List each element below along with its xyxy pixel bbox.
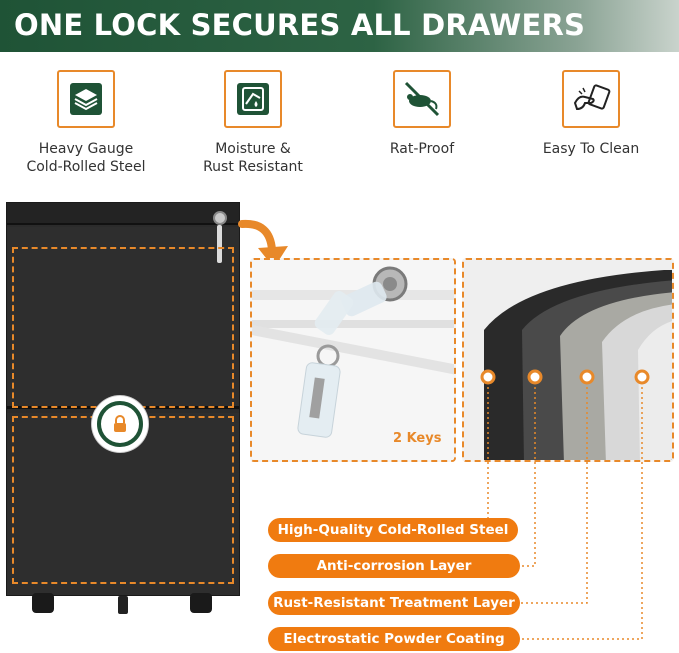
cabinet-key xyxy=(217,225,222,263)
feature-label: Easy To Clean xyxy=(542,141,640,157)
caster-wheel xyxy=(32,593,54,613)
feature-steel: Heavy Gauge Cold-Rolled Steel xyxy=(1,70,171,176)
title-banner: ONE LOCK SECURES ALL DRAWERS xyxy=(0,0,679,52)
wipe-clean-icon xyxy=(562,70,620,128)
feature-label: Heavy Gauge Cold-Rolled Steel xyxy=(26,141,146,175)
feature-label: Rat-Proof xyxy=(389,141,455,157)
layer-marker-dot xyxy=(579,369,595,385)
layers-photo xyxy=(462,258,674,462)
cabinet-lock xyxy=(213,211,227,225)
layer-label-pill: High-Quality Cold-Rolled Steel xyxy=(268,518,518,542)
feature-easy-clean: Easy To Clean xyxy=(506,70,676,158)
feature-moisture: Moisture & Rust Resistant xyxy=(168,70,338,176)
keys-label: 2 Keys xyxy=(393,431,442,446)
caster-wheel xyxy=(190,593,212,613)
layer-label-pill: Rust-Resistant Treatment Layer xyxy=(268,591,520,615)
layer-marker-dot xyxy=(527,369,543,385)
layer-marker-dot xyxy=(480,369,496,385)
feature-rat-proof: Rat-Proof xyxy=(337,70,507,158)
feature-label: Moisture & Rust Resistant xyxy=(203,141,303,175)
banner-title: ONE LOCK SECURES ALL DRAWERS xyxy=(14,8,586,42)
arrow-icon xyxy=(238,219,288,268)
moisture-icon xyxy=(224,70,282,128)
layer-label-pill: Electrostatic Powder Coating xyxy=(268,627,520,651)
cabinet-drawer xyxy=(7,227,239,409)
cabinet-top-drawer xyxy=(7,203,239,225)
caster-stem xyxy=(118,596,128,614)
lock-badge xyxy=(92,396,148,452)
keys-photo xyxy=(250,258,456,462)
no-rat-icon xyxy=(393,70,451,128)
layer-marker-dot xyxy=(634,369,650,385)
lock-icon xyxy=(114,415,126,432)
layer-label-pill: Anti-corrosion Layer xyxy=(268,554,520,578)
layers-icon xyxy=(57,70,115,128)
